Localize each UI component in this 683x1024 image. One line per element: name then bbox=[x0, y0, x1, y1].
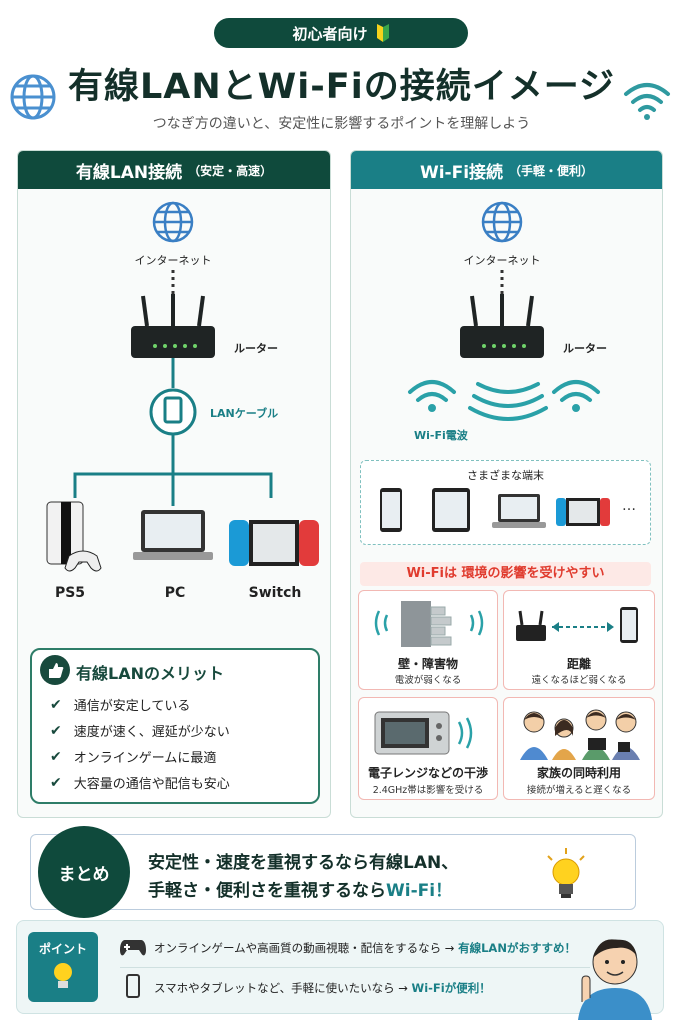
summary-label: まとめ bbox=[38, 826, 130, 918]
wireless-devices bbox=[380, 488, 610, 532]
point-line-1: オンラインゲームや高画質の動画視聴・配信をするなら → 有線LANがおすすめ！ bbox=[154, 941, 576, 955]
device-label-pc: PC bbox=[164, 585, 186, 601]
factor-title: 電子レンジなどの干渉 bbox=[367, 766, 488, 780]
point-label: ポイント bbox=[38, 942, 87, 956]
wired-internet-label: インターネット bbox=[134, 254, 212, 267]
check-icon: ✔ bbox=[50, 696, 62, 713]
wall-icon bbox=[374, 601, 484, 647]
badge-label: 初心者向け bbox=[292, 24, 368, 43]
summary-line-2: 手軽さ・便利さを重視するならWi-Fi！ bbox=[148, 881, 453, 901]
wifi-tag: （手軽・便利） bbox=[509, 163, 594, 178]
factor-title: 距離 bbox=[566, 657, 591, 671]
wifi-icon bbox=[624, 83, 670, 120]
merit-item: ✔大容量の通信や配信も安心 bbox=[50, 774, 230, 793]
family-icon bbox=[520, 709, 640, 760]
wifi-warning-banner: Wi-Fiは 環境の影響を受けやすい bbox=[360, 562, 651, 586]
factor-desc: 接続が増えると遅くなる bbox=[526, 785, 632, 796]
wifi-router-label: ルーター bbox=[563, 342, 607, 355]
merit-title: 有線LANのメリット bbox=[76, 664, 224, 683]
beginner-mark-icon bbox=[376, 24, 389, 42]
merit-item: ✔オンラインゲームに最適 bbox=[50, 748, 217, 767]
wired-router-label: ルーター bbox=[234, 342, 278, 355]
smartphone-icon bbox=[126, 974, 140, 998]
devices-box-label: さまざまな端末 bbox=[467, 469, 544, 482]
wifi-panel-header: Wi-Fi接続 （手軽・便利） bbox=[351, 151, 662, 189]
factor-card-interference: 電子レンジなどの干渉 2.4GHz帯は影響を受ける bbox=[358, 697, 498, 800]
page-subtitle: つなぎ方の違いと、安定性に影響するポイントを理解しよう bbox=[152, 116, 531, 132]
device-label-switch: Switch bbox=[248, 585, 302, 601]
microwave-icon bbox=[374, 711, 473, 755]
wifi-internet-label: インターネット bbox=[463, 254, 541, 267]
check-icon: ✔ bbox=[50, 748, 62, 765]
more-devices-ellipsis: … bbox=[622, 498, 636, 514]
idea-bulb-icon bbox=[54, 963, 72, 988]
wired-title: 有線LAN接続 bbox=[75, 162, 183, 183]
check-icon: ✔ bbox=[50, 774, 62, 791]
wired-tag: （安定・高速） bbox=[188, 163, 273, 178]
thumbs-up-icon bbox=[40, 655, 70, 685]
wired-diagram bbox=[46, 201, 319, 572]
gamepad-icon bbox=[120, 940, 146, 956]
summary-line-1: 安定性・速度を重視するなら有線LAN、 bbox=[148, 853, 459, 873]
factor-card-distance: 距離 遠くなるほど弱くなる bbox=[503, 590, 655, 690]
check-icon: ✔ bbox=[50, 722, 62, 739]
person-pointing-icon bbox=[578, 939, 652, 1020]
wifi-diagram bbox=[408, 201, 600, 421]
point-line-2: スマホやタブレットなど、手軽に使いたいなら → Wi-Fiが便利！ bbox=[154, 981, 491, 995]
wifi-title: Wi-Fi接続 bbox=[419, 162, 504, 183]
factor-desc: 遠くなるほど弱くなる bbox=[531, 675, 627, 686]
page-title: 有線LANとWi-Fiの接続イメージ bbox=[67, 67, 616, 107]
factor-card-obstacle: 壁・障害物 電波が弱くなる bbox=[358, 590, 498, 690]
lan-cable-label: LANケーブル bbox=[210, 407, 279, 420]
factor-desc: 2.4GHz帯は影響を受ける bbox=[372, 785, 484, 796]
summary-box bbox=[30, 834, 636, 910]
lightbulb-icon bbox=[547, 848, 585, 898]
point-divider bbox=[120, 967, 590, 968]
merit-box bbox=[30, 648, 320, 804]
point-badge: ポイント bbox=[28, 932, 98, 1002]
factor-desc: 電波が弱くなる bbox=[394, 675, 462, 686]
device-label-ps5: PS5 bbox=[54, 585, 86, 601]
wired-panel-header: 有線LAN接続 （安定・高速） bbox=[18, 151, 330, 189]
merit-item: ✔通信が安定している bbox=[50, 696, 191, 715]
factor-title: 家族の同時利用 bbox=[536, 766, 621, 780]
beginner-badge: 初心者向け bbox=[214, 18, 468, 48]
factor-title: 壁・障害物 bbox=[397, 657, 458, 671]
merit-item: ✔速度が速く、遅延が少ない bbox=[50, 722, 230, 741]
factor-card-family: 家族の同時利用 接続が増えると遅くなる bbox=[503, 697, 655, 800]
distance-icon bbox=[516, 607, 638, 643]
wifi-wave-label: Wi-Fi電波 bbox=[414, 429, 468, 442]
globe-icon bbox=[10, 74, 56, 120]
